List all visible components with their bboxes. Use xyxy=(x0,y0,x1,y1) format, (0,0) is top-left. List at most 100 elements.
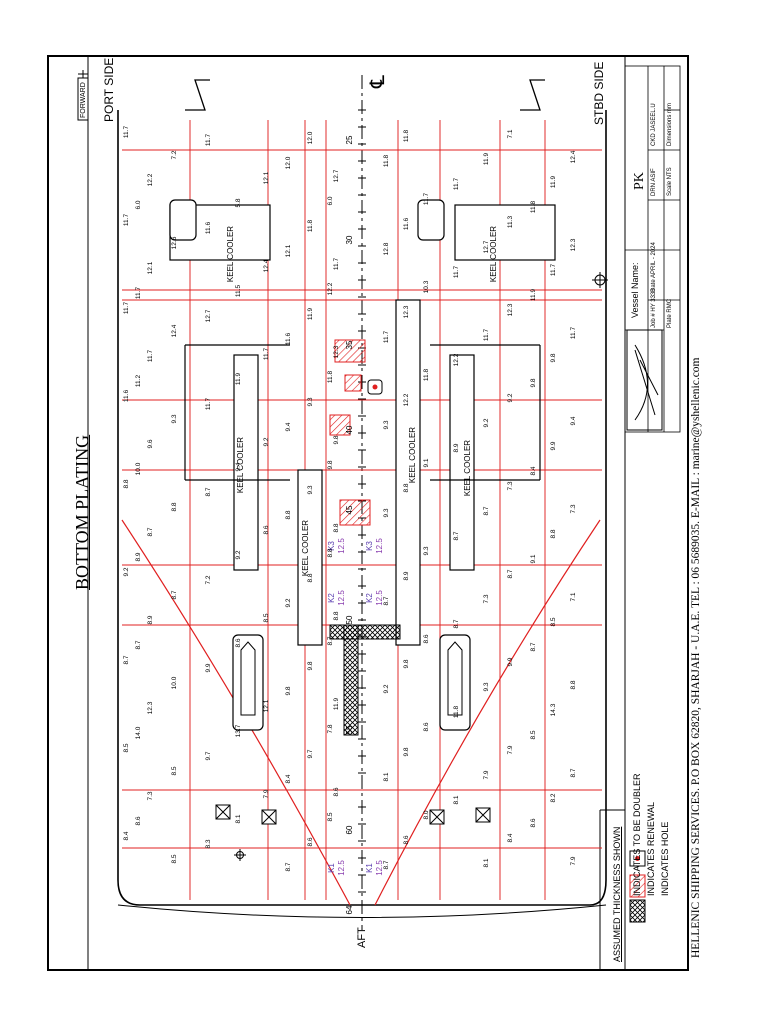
vessel-name-label: Vessel Name: xyxy=(630,262,640,318)
keel-cooler-label: KEEL COOLER xyxy=(408,427,417,483)
thickness-reading: 8.7 xyxy=(327,636,334,645)
renewal-areas xyxy=(329,339,371,526)
page-title: BOTTOM PLATING xyxy=(72,434,92,590)
thickness-reading: 12.3 xyxy=(333,345,340,358)
doubler-area xyxy=(343,624,359,736)
date-field: Date APRIL - 2024 xyxy=(651,242,657,292)
thickness-reading: 8.8 xyxy=(333,611,340,620)
thickness-reading: 8.4 xyxy=(123,831,130,840)
thickness-reading: 8.5 xyxy=(123,743,130,752)
thickness-reading: 8.9 xyxy=(403,571,410,580)
thickness-reading: 9.4 xyxy=(570,416,577,425)
keel-cooler-port-mid xyxy=(297,469,323,646)
thickness-reading: 12.1 xyxy=(285,244,292,257)
frame-number: 45 xyxy=(345,505,354,514)
thickness-reading: 7.2 xyxy=(205,575,212,584)
thickness-reading: 11.6 xyxy=(205,222,212,235)
thickness-reading: 8.7 xyxy=(205,487,212,496)
thickness-reading: 8.8 xyxy=(285,510,292,519)
thickness-reading: 8.1 xyxy=(483,858,490,867)
thickness-reading: 11.7 xyxy=(205,398,212,411)
keel-cooler-stbd-fwd xyxy=(449,354,475,571)
forward-label: FORWARD xyxy=(80,82,87,118)
thickness-reading: 9.2 xyxy=(235,550,242,559)
keel-cooler-label: KEEL COOLER xyxy=(226,226,235,282)
frame-number: 55 xyxy=(345,725,354,734)
thickness-reading: 8.8 xyxy=(333,523,340,532)
dimensions-field: Dimensions mm xyxy=(667,102,673,146)
legend-doubler: INDICATES TO BE DOUBLER xyxy=(632,773,642,896)
thickness-reading: 8.9 xyxy=(135,552,142,561)
thickness-reading: 9.7 xyxy=(205,751,212,760)
k-value: 12.5 xyxy=(337,590,346,606)
thickness-reading: 12.1 xyxy=(263,699,270,712)
thickness-reading: 11.7 xyxy=(453,178,460,191)
thickness-reading: 9.8 xyxy=(403,659,410,668)
thickness-reading: 8.7 xyxy=(285,862,292,871)
drawing-border xyxy=(47,55,689,971)
thickness-reading: 9.8 xyxy=(307,661,314,670)
thickness-reading: 9.1 xyxy=(423,458,430,467)
thickness-reading: 12.1 xyxy=(263,171,270,184)
keel-cooler-stbd-mid xyxy=(395,299,421,646)
thickness-reading: 8.8 xyxy=(307,573,314,582)
frame-number: 60 xyxy=(345,825,354,834)
thickness-reading: 9.3 xyxy=(171,414,178,423)
thickness-reading: 8.1 xyxy=(453,795,460,804)
thickness-reading: 9.3 xyxy=(307,397,314,406)
thickness-reading: 8.7 xyxy=(570,768,577,777)
legend-hole: INDICATES HOLE xyxy=(660,821,670,896)
thickness-reading: 11.8 xyxy=(453,706,460,719)
thickness-reading: 8.8 xyxy=(171,502,178,511)
thickness-reading: 9.2 xyxy=(285,598,292,607)
thickness-reading: 7.9 xyxy=(263,789,270,798)
thickness-reading: 9.8 xyxy=(327,460,334,469)
thickness-reading: 12.3 xyxy=(403,305,410,318)
thickness-reading: 8.5 xyxy=(263,613,270,622)
thickness-reading: 11.7 xyxy=(135,287,142,300)
thickness-reading: 8.5 xyxy=(171,854,178,863)
frame-number: 64 xyxy=(345,905,354,914)
k-value: 12.5 xyxy=(375,538,384,554)
keel-cooler-label: KEEL COOLER xyxy=(236,437,245,493)
thickness-reading: 7.1 xyxy=(507,129,514,138)
thickness-reading: 8.7 xyxy=(135,640,142,649)
thickness-reading: 7.3 xyxy=(147,791,154,800)
k-label: K1 xyxy=(365,863,374,873)
thickness-reading: 5.8 xyxy=(235,198,242,207)
thickness-reading: 9.3 xyxy=(383,508,390,517)
thickness-reading: 8.4 xyxy=(530,466,537,475)
thickness-reading: 9.3 xyxy=(483,682,490,691)
thickness-reading: 11.7 xyxy=(123,214,130,227)
thickness-reading: 13.7 xyxy=(235,724,242,737)
job-number: Job # HY 3338 xyxy=(651,288,657,328)
thickness-reading: 11.7 xyxy=(423,193,430,206)
thickness-reading: 12.2 xyxy=(147,173,154,186)
thickness-reading: 11.8 xyxy=(307,220,314,233)
k-label: K3 xyxy=(365,541,374,551)
thickness-reading: 9.9 xyxy=(205,663,212,672)
k-value: 12.5 xyxy=(337,860,346,876)
thickness-reading: 7.3 xyxy=(507,481,514,490)
thickness-reading: 9.6 xyxy=(147,439,154,448)
thickness-reading: 8.5 xyxy=(327,812,334,821)
thickness-reading: 12.1 xyxy=(147,261,154,274)
thickness-reading: 11.7 xyxy=(453,266,460,279)
centerline-symbol: ℄ xyxy=(367,75,389,88)
thickness-reading: 8.7 xyxy=(383,596,390,605)
thickness-reading: 12.6 xyxy=(171,236,178,249)
frame-number: 50 xyxy=(345,615,354,624)
thickness-reading: 12.8 xyxy=(383,242,390,255)
thickness-reading: 12.3 xyxy=(570,238,577,251)
thickness-reading: 11.7 xyxy=(383,331,390,344)
thickness-reading: 11.9 xyxy=(235,373,242,386)
plate-field: Plate RMC xyxy=(667,298,673,328)
thickness-reading: 11.7 xyxy=(263,348,270,361)
thickness-reading: 12.4 xyxy=(171,324,178,337)
thickness-reading: 12.2 xyxy=(453,353,460,366)
thickness-reading: 7.2 xyxy=(171,150,178,159)
thickness-reading: 8.7 xyxy=(453,619,460,628)
k-label: K2 xyxy=(365,593,374,603)
thickness-reading: 8.5 xyxy=(550,617,557,626)
